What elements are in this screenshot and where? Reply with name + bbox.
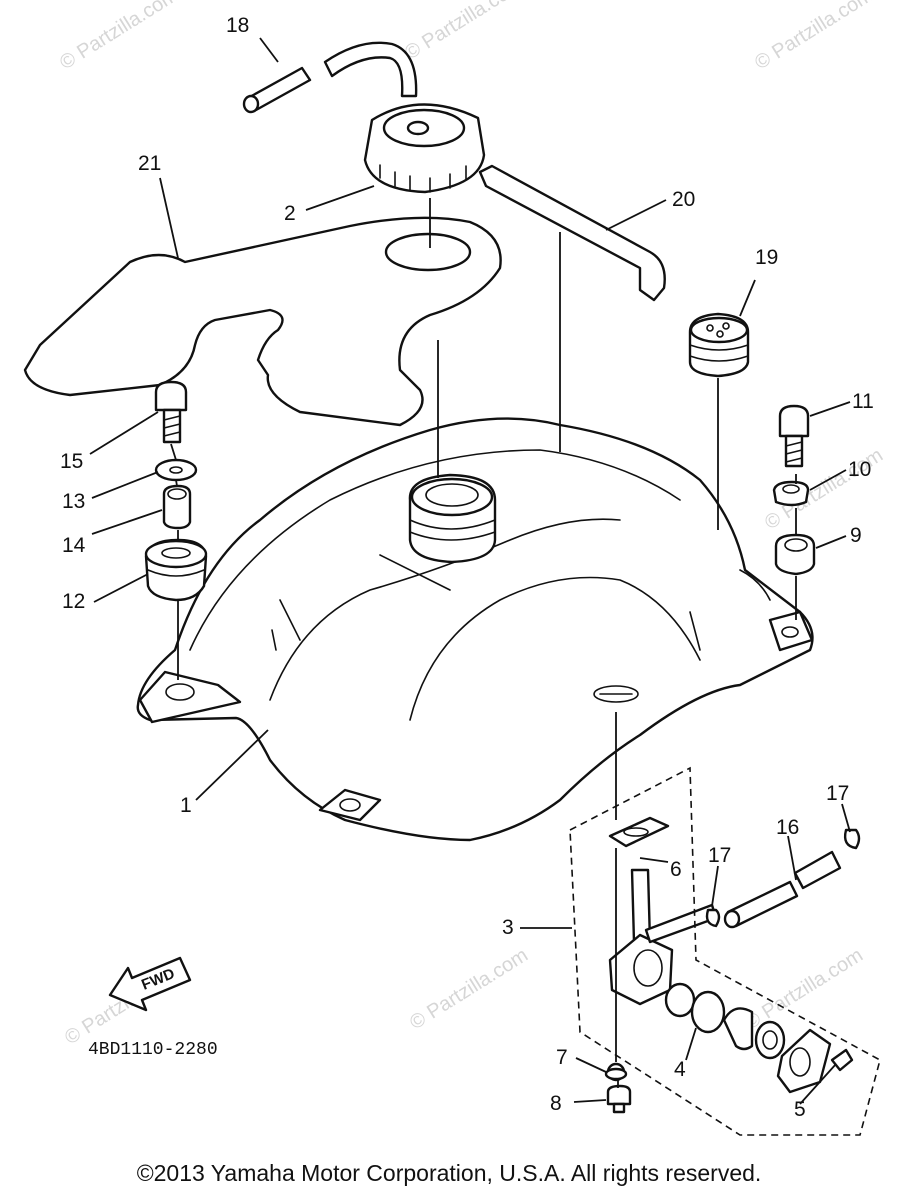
watermark: © Partzilla.com bbox=[751, 0, 877, 74]
callout-10: 10 bbox=[848, 458, 871, 481]
callout-5: 5 bbox=[794, 1098, 806, 1121]
filler-neck bbox=[408, 473, 497, 564]
callout-14: 14 bbox=[62, 534, 86, 557]
callout-17-upper: 17 bbox=[826, 782, 849, 805]
callout-18: 18 bbox=[226, 14, 249, 37]
watermark: © Partzilla.com bbox=[406, 944, 532, 1034]
bolt-15 bbox=[154, 380, 188, 444]
collar-14 bbox=[162, 484, 192, 530]
callout-17-lower: 17 bbox=[708, 844, 731, 867]
bolt-11 bbox=[778, 404, 810, 468]
clip-17-lower bbox=[705, 908, 721, 928]
washer-13 bbox=[154, 458, 198, 482]
fuel-tank-1 bbox=[136, 417, 814, 842]
callout-21: 21 bbox=[138, 152, 161, 175]
callout-19: 19 bbox=[755, 246, 778, 269]
callout-12: 12 bbox=[62, 590, 85, 613]
callout-4: 4 bbox=[674, 1058, 686, 1081]
damper-9 bbox=[774, 533, 816, 576]
watermark: © Partzilla.com bbox=[401, 0, 527, 64]
filler-opening bbox=[384, 232, 472, 272]
callout-20: 20 bbox=[672, 188, 695, 211]
drain-bolt-8 bbox=[606, 1084, 632, 1114]
breather-hose-18 bbox=[242, 41, 418, 114]
callout-15: 15 bbox=[60, 450, 83, 473]
fuel-cap-2 bbox=[363, 103, 486, 194]
callout-16: 16 bbox=[776, 816, 799, 839]
callout-3: 3 bbox=[502, 916, 514, 939]
callout-8: 8 bbox=[550, 1092, 562, 1115]
leader-lines bbox=[89, 37, 851, 1105]
tank-pad-21 bbox=[23, 216, 502, 427]
fuel-hose-16 bbox=[723, 850, 842, 929]
callout-2: 2 bbox=[284, 202, 296, 225]
grommet-19 bbox=[688, 312, 750, 378]
callout-labels: 18 2 21 20 19 11 10 9 15 13 14 12 1 3 6 … bbox=[60, 14, 874, 1121]
gasket-6 bbox=[608, 816, 670, 848]
fuel-cock-3 bbox=[606, 868, 718, 1082]
callout-9: 9 bbox=[850, 524, 862, 547]
callout-13: 13 bbox=[62, 490, 85, 513]
callout-11: 11 bbox=[852, 390, 874, 413]
callout-7: 7 bbox=[556, 1046, 568, 1069]
copyright-notice: ©2013 Yamaha Motor Corporation, U.S.A. A… bbox=[136, 1160, 762, 1186]
assembly-boundary-3 bbox=[569, 766, 881, 1136]
alignment-lines bbox=[170, 198, 797, 1088]
diagram-code: 4BD1110-2280 bbox=[88, 1040, 218, 1060]
watermark: © Partzilla.com bbox=[56, 0, 182, 74]
watermark: © Partzilla.com bbox=[741, 944, 867, 1034]
clip-17-upper bbox=[843, 828, 861, 850]
o-ring-7 bbox=[604, 1067, 628, 1081]
callout-6: 6 bbox=[670, 858, 682, 881]
collar-10 bbox=[772, 480, 810, 507]
damper-12 bbox=[144, 538, 208, 602]
callout-1: 1 bbox=[180, 794, 192, 817]
protector-strip-20 bbox=[478, 164, 666, 302]
cock-lever-parts-4 bbox=[664, 982, 786, 1060]
